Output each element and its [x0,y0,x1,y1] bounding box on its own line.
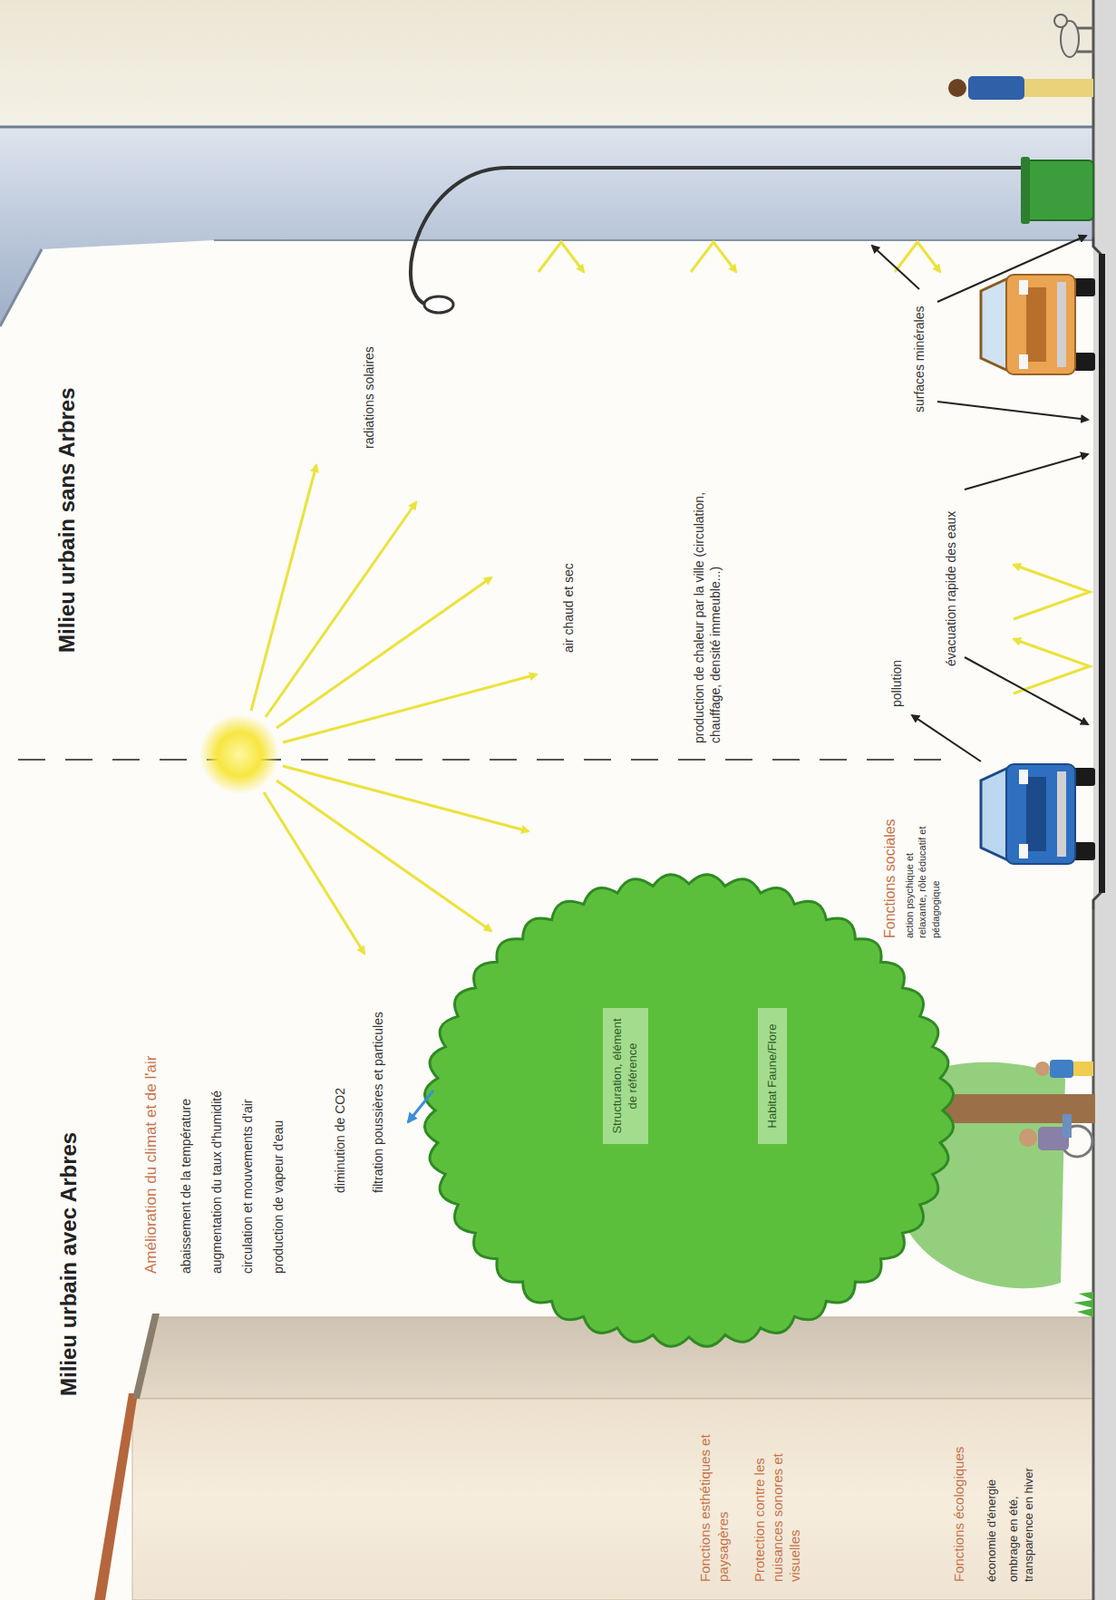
sidewalk-figures-part [968,76,1025,100]
tree-label-box: Habitat Faune/Flore [757,1008,788,1145]
building-left [94,1313,1096,1600]
car-blue-part [1026,776,1047,852]
people-figures-part [1018,1128,1038,1147]
people-figures-part [1035,1061,1050,1077]
function-text: économie d'énergie [984,1409,1000,1582]
benefit-item: production de vapeur d'eau [270,1001,287,1274]
tree-canopy [424,874,953,1348]
section-heading: Fonctions écologiques [950,1409,969,1582]
building-right [0,0,1096,327]
grass-tuft [1073,1291,1094,1318]
sun-rays-part [282,674,537,743]
people-figures-part [1049,1059,1074,1078]
diagram-title: Milieu urbain sans Arbres [52,271,81,653]
effect-label: évacuation rapide des eaux [942,457,960,667]
section-heading: Amélioration du climat et de l'air [141,965,162,1274]
car-blue-part [1006,764,1076,864]
street-lamp-part [424,296,454,313]
sun-rays-part [263,792,365,954]
car-orange-part [1026,287,1047,362]
leader-arrows [872,235,1088,762]
function-text: action psychique et relaxante, rôle éduc… [902,811,942,939]
street-ground-part [1098,253,1106,893]
function-text: ombrage en été, transparence en hiver [1006,1445,1038,1582]
street-lamp-part [410,167,1094,304]
sidewalk-figures-part [1054,14,1068,28]
section-heading: Protection contre les nuisances sonores … [750,1432,805,1582]
effect-label: radiations solaires [360,285,378,449]
car-orange-part [1006,274,1076,375]
sun [199,714,280,795]
street-ground [1093,0,1116,1600]
building-left-part [132,1313,160,1399]
box-text: Habitat Faune/Flore [765,1017,781,1136]
building-left-part [132,1398,1096,1600]
leader-arrows-part [964,454,1088,490]
street-ground-part [1092,909,1096,1600]
car-blue-part [1018,769,1029,785]
effect-label: surfaces minérales [911,267,928,413]
people-figures-part [1073,1061,1094,1077]
benefit-item: filtration poussières et particules [369,939,387,1194]
divider-line [18,758,961,761]
sun-rays-part [251,465,317,711]
leader-arrows-part [912,715,981,762]
building-right-part [0,126,1096,327]
sidewalk-figures-part [1077,50,1094,54]
building-right-part [0,126,1096,129]
benefit-item: augmentation du taux d'humidité [208,1001,225,1274]
heat-reflections-part [1013,564,1090,620]
effect-label: air chaud et sec [560,471,577,653]
sidewalk-figures [948,14,1094,224]
street-ground-part [1093,0,1116,1600]
sun-rays-part [282,766,529,832]
leader-arrows-part [937,401,1088,420]
building-left-part [94,1393,138,1600]
co2-arrow [407,1090,434,1123]
car-blue-part [980,767,1009,861]
benefit-item: diminution de CO2 [331,957,349,1194]
car-orange-part [1018,354,1029,369]
section-heading: Fonctions sociales [881,766,901,939]
leader-arrows-part [964,657,1088,725]
car-orange [980,274,1096,375]
building-right-part [213,239,1096,242]
heat-reflections-part [1013,639,1090,694]
box-text: Structuration, élément de référence [610,1017,641,1136]
effect-label: production de chaleur par la ville (circ… [690,453,724,744]
sidewalk-figures-part [1020,156,1030,224]
building-right-part [0,249,42,327]
sidewalk-figures-part [948,78,967,98]
sun-rays-part [265,502,417,718]
diagram-title: Milieu urbain avec Arbres [54,1015,83,1397]
leader-arrows-part [872,245,920,290]
leader-arrows-part [937,235,1087,302]
car-blue-part [1057,771,1067,857]
sun-rays-part [276,577,492,728]
tree-label-box: Structuration, élément de référence [602,1008,649,1145]
sidewalk-figures-part [1077,27,1094,30]
car-blue [980,764,1096,864]
car-blue-part [1018,844,1029,859]
people-figures-part [1062,1114,1072,1138]
sidewalk-figures-part [1024,78,1094,98]
benefit-item: circulation et mouvements d'air [239,1001,256,1274]
sidewalk-figures-part [1026,160,1094,221]
car-orange-part [980,278,1009,371]
building-right-part [0,0,1096,127]
car-orange-part [1057,281,1067,368]
car-orange-part [1018,280,1029,295]
heat-reflections-part [690,242,737,272]
sun-rays [251,465,537,954]
effect-label: pollution [888,616,905,708]
heat-reflections [538,242,1090,694]
heat-reflections-part [894,242,941,272]
sun-rays-part [276,780,492,932]
section-heading: Fonctions esthétiques et paysagères [696,1427,732,1582]
benefit-item: abaissement de la température [177,1001,195,1274]
heat-reflections-part [538,242,584,272]
people-figures [1018,1059,1094,1157]
